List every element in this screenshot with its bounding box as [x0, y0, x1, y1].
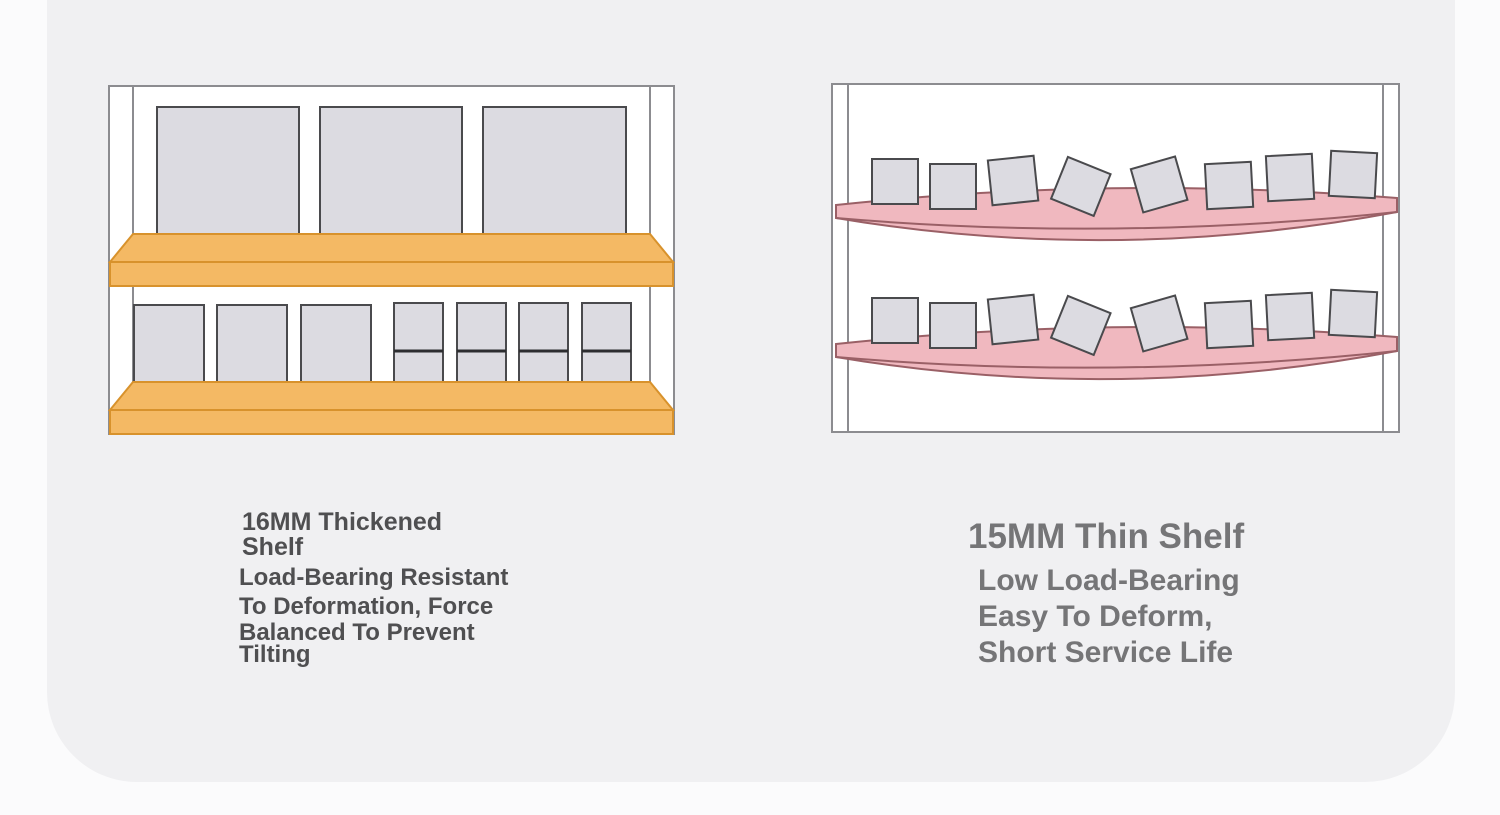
description-line: Short Service Life [978, 636, 1234, 669]
upper-thick-shelf [107, 233, 676, 287]
description-line: Tilting [239, 641, 311, 668]
lower-thick-shelf [107, 381, 676, 435]
upper-boxes [156, 106, 627, 250]
thick-shelf-description: Load-Bearing Resistant To Deformation, F… [239, 563, 559, 668]
upper-boxes [871, 149, 1379, 218]
description-line: Load-Bearing Resistant [239, 564, 509, 591]
title-line: 16MM Thickened [242, 508, 443, 536]
thin-shelf-title: 15MM Thin Shelf [968, 517, 1245, 556]
thin-shelf-caption: 15MM Thin Shelf Low Load-Bearing Easy To… [968, 515, 1388, 671]
description-line: To Deformation, Force [239, 593, 494, 620]
description-line: Easy To Deform, [978, 600, 1213, 633]
thin-shelf-illustration [831, 83, 1400, 433]
thick-shelf-title: 16MM Thickened Shelf [242, 510, 559, 560]
description-line: Low Load-Bearing [978, 564, 1240, 597]
thin-shelf-description: Low Load-Bearing Easy To Deform, Short S… [978, 563, 1388, 671]
thick-shelf-illustration [0, 0, 760, 460]
title-line: Shelf [242, 533, 304, 561]
description-line: Balanced To Prevent [239, 619, 475, 646]
thick-shelf-caption: 16MM Thickened Shelf Load-Bearing Resist… [239, 510, 559, 668]
lower-boxes [871, 288, 1379, 357]
